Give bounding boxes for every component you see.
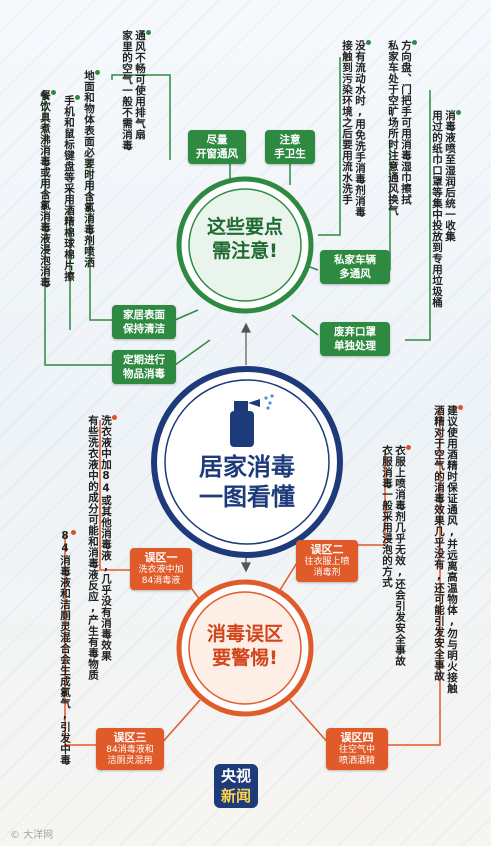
logo-line1: 央视 [220,767,251,785]
bullet-dot [406,445,411,450]
bullet-dot [458,405,463,410]
myth1-box: 误区一 洗衣液中加 84消毒液 [130,548,192,590]
myth3-title: 误区三 [113,731,147,744]
bullet-dot [75,95,80,100]
top-circle-line2: 需注意! [212,240,278,262]
center-circle-line2: 一图看懂 [199,483,295,511]
bottom-circle-title: 消毒误区 要警惕! [185,622,305,670]
bullet-dot [112,415,117,420]
car-note: 方向盘、门把手可用消毒湿巾擦拭 私家车处于空旷场所时注意通风换气 [386,40,417,216]
bullet-dot [412,40,417,45]
myth2-title: 误区二 [310,543,344,556]
myth4-title: 误区四 [340,731,374,744]
watermark: © 大洋网 [10,830,54,841]
myth3-box: 误区三 84消毒液和 洁厕灵混用 [96,728,164,770]
top-circle-title: 这些要点 需注意! [185,215,305,263]
bottom-circle [176,579,314,717]
myth2-box: 误区二 往衣服上喷 消毒剂 [296,540,358,582]
top-circle-line1: 这些要点 [206,216,283,238]
bullet-dot [146,30,151,35]
cctv-news-logo: 央视 新闻 [214,764,258,808]
myth3-sub: 84消毒液和 洁厕灵混用 [106,745,154,766]
bullet-dot [95,70,100,75]
myth4-sub: 往空气中 喷洒酒精 [338,745,375,766]
ventilation-box: 尽量 开窗通风 [188,130,246,164]
myth1-sub: 洗衣液中加 84消毒液 [138,565,184,586]
ventilation-note: 通风不畅可使用排气扇 家里的空气一般不需消毒 [120,30,151,151]
myth3-note: 84消毒液和洁厕灵混合会生成氯气,引发中毒 [58,530,76,766]
bottom-circle-line1: 消毒误区 [206,623,283,645]
center-circle [151,366,343,558]
center-circle-title: 居家消毒 一图看懂 [160,452,334,512]
myth2-sub: 往衣服上喷 消毒剂 [304,557,350,578]
hygiene-note: 没有流动水时,用免洗手消毒剂消毒 接触到污染环境之后要用流水洗手 [340,40,371,218]
spray-bottle-icon [230,394,274,447]
logo-line2: 新闻 [220,787,251,805]
bullet-dot [366,40,371,45]
top-circle [176,176,314,314]
myth2-note: 衣服上喷消毒剂几乎无效,还会引发安全事故 衣服消毒一般采用浸泡的方式 [380,445,411,667]
center-circle-line1: 居家消毒 [199,453,295,481]
keyboard-note: 手机和鼠标键盘等采用酒精棉球棉片擦 [62,95,80,282]
hygiene-box: 注意 手卫生 [265,130,315,164]
bullet-dot [71,530,76,535]
car-box: 私家车辆 多通风 [320,250,390,284]
mask-box: 废弃口罩 单独处理 [320,322,390,356]
dishes-note: 餐饮具煮沸消毒或用含氯消毒液浸泡消毒 [38,90,56,288]
bottom-circle-line2: 要警惕! [212,647,278,669]
home-surface-box: 家居表面 保持清洁 [112,305,176,339]
myth4-note: 建议使用酒精时保证通风,并远离高温物体,勿与明火接触 酒精对于空气的消毒效果几乎… [432,405,463,694]
floor-note: 地面和物体表面必要时用含氯消毒剂喷洒 [82,70,100,268]
disinfect-items-box: 定期进行 物品消毒 [112,350,176,384]
bullet-dot [456,110,461,115]
myth4-box: 误区四 往空气中 喷洒酒精 [326,728,388,770]
myth1-title: 误区一 [144,551,178,564]
mask-note: 消毒液喷至湿润后统一收集 用过的纸巾口罩等集中投放到专用垃圾桶 [430,110,461,308]
bullet-dot [51,90,56,95]
myth1-note: 洗衣液中加84或其他消毒液,几乎没有消毒效果 有些洗衣液中的成分可能和消毒液反应… [86,415,117,681]
